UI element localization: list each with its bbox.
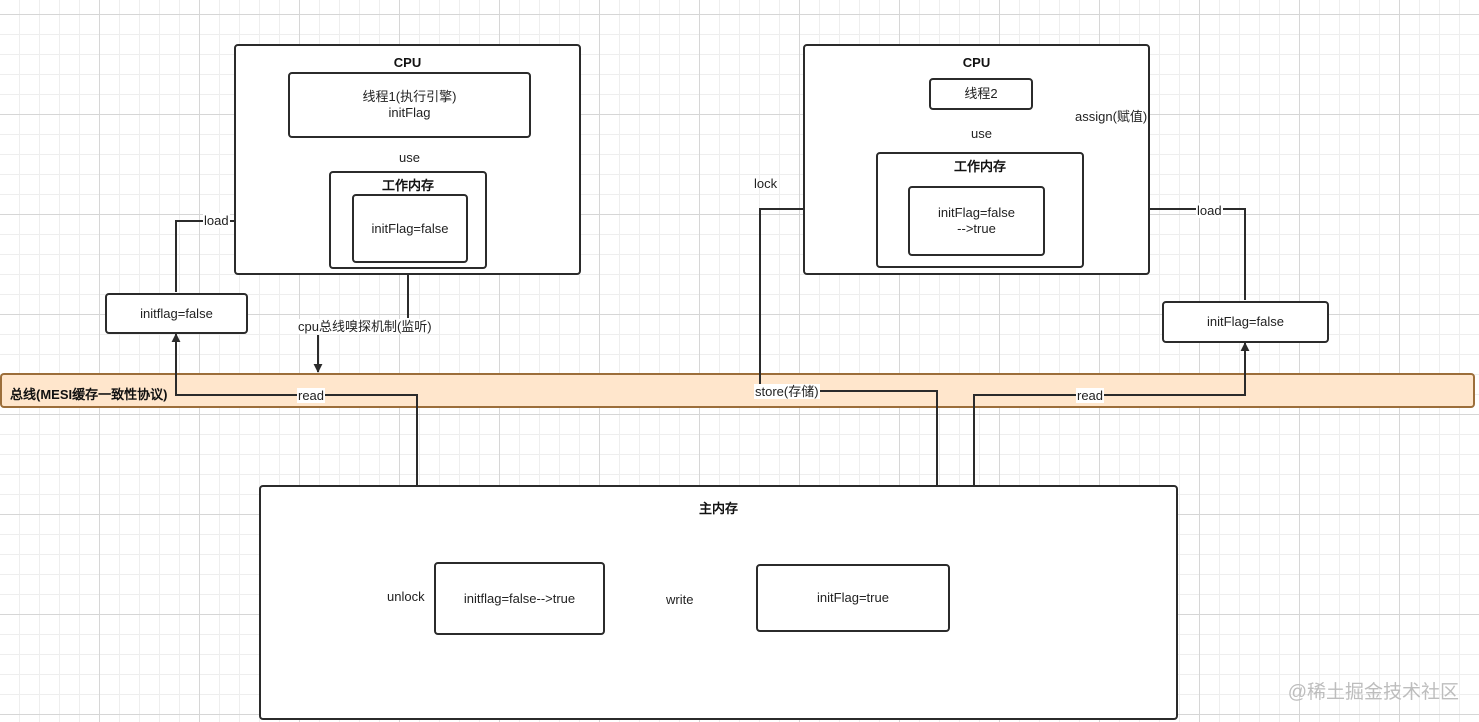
left-cpu-title: CPU [393,55,422,70]
right-thread-label: 线程2 [964,86,998,101]
left-thread-var: initFlag [388,105,431,120]
left-copy-box: initflag=false [105,293,248,334]
edge-read-left [171,333,418,485]
label-lock: lock [754,176,778,191]
label-unlock: unlock [387,589,425,604]
right-working-memory-title: 工作内存 [953,159,1006,174]
label-read-left: read [297,388,326,403]
label-use-right: use [970,126,993,141]
edge-read-right [973,342,1250,485]
watermark: @稀土掘金技术社区 [1287,682,1459,703]
right-cpu-title: CPU [962,55,991,70]
right-copy-box: initFlag=false [1162,301,1329,343]
right-copy-text: initFlag=false [1207,314,1284,329]
main-memory-title: 主内存 [698,501,738,516]
main-memory-right-value: initFlag=true [756,564,950,632]
right-working-memory-value-line2: -->true [957,221,996,236]
left-working-memory-value-text: initFlag=false [371,220,449,236]
label-store: store(存储) [754,384,820,399]
main-memory-left-value: initflag=false-->true [434,562,605,635]
main-memory-box: 主内存 [259,485,1178,720]
bus-band: 总线(MESI缓存一致性协议) [0,373,1475,408]
label-sniff: cpu总线嗅探机制(监听) [297,319,433,334]
right-working-memory-value-line1: initFlag=false [938,205,1015,220]
left-working-memory-title: 工作内存 [381,178,434,193]
right-working-memory-value: initFlag=false -->true [908,186,1045,256]
left-copy-text: initflag=false [140,305,213,321]
left-thread-box: 线程1(执行引擎) initFlag [288,72,531,138]
label-load-left: load [203,213,230,228]
right-thread-box: 线程2 [929,78,1033,110]
label-read-right: read [1076,388,1105,403]
main-memory-right-value-text: initFlag=true [817,590,889,605]
label-assign: assign(赋值) [1074,109,1149,124]
label-write: write [665,592,695,607]
bus-title: 总线(MESI缓存一致性协议) [10,387,168,402]
left-working-memory-value: initFlag=false [352,194,468,263]
label-load-right: load [1196,203,1223,218]
left-thread-label: 线程1(执行引擎) [362,89,457,104]
main-memory-left-value-text: initflag=false-->true [463,590,576,606]
label-use-left: use [398,150,421,165]
